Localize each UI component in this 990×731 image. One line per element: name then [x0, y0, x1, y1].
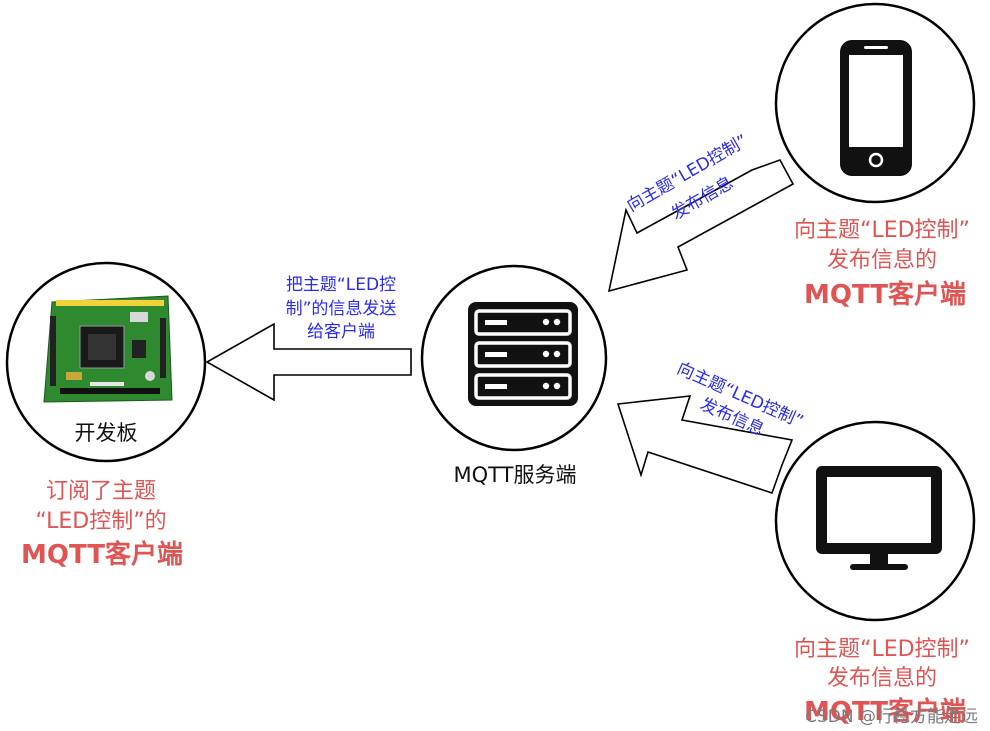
arrow-phone-to-server: 向主题“LED控制” 发布信息 — [607, 131, 795, 293]
phone-caption: 向主题“LED控制” 发布信息的 MQTT客户端 — [794, 218, 970, 310]
arrow-shape — [616, 395, 794, 495]
watermark: CSDN @行稳方能走远 — [805, 707, 978, 727]
arrow-label-line2: 制”的信息发送 — [286, 299, 397, 319]
arrow-shape — [607, 159, 795, 293]
arrow-monitor-to-server: 向主题“LED控制” 发布信息 — [616, 359, 806, 495]
caption-line3: MQTT客户端 — [804, 279, 966, 310]
monitor-icon — [816, 466, 942, 570]
caption-line3: MQTT客户端 — [21, 539, 183, 570]
server-rack-icon — [468, 302, 578, 406]
arrow-server-to-board: 把主题“LED控 制”的信息发送 给客户端 — [205, 275, 412, 402]
caption-line1: 订阅了主题 — [46, 479, 156, 504]
phone-node — [774, 2, 976, 204]
server-node: MQTT服务端 — [420, 264, 608, 487]
board-node: 开发板 — [5, 261, 207, 463]
server-label: MQTT服务端 — [454, 463, 577, 487]
circuit-board-icon — [43, 295, 173, 403]
smartphone-icon — [840, 40, 912, 176]
caption-line2: 发布信息的 — [827, 248, 937, 273]
arrow-label-line3: 给客户端 — [307, 322, 375, 342]
caption-line2: “LED控制”的 — [35, 509, 166, 534]
monitor-node — [774, 420, 976, 622]
caption-line2: 发布信息的 — [827, 666, 937, 691]
caption-line1: 向主题“LED控制” — [794, 218, 970, 243]
arrow-label-line1: 把主题“LED控 — [286, 275, 396, 295]
board-label: 开发板 — [75, 421, 138, 445]
caption-line3: MQTT客户端 — [804, 696, 966, 727]
monitor-caption: 向主题“LED控制” 发布信息的 MQTT客户端 — [794, 637, 970, 727]
arrow-shape — [205, 322, 412, 402]
board-caption: 订阅了主题 “LED控制”的 MQTT客户端 — [21, 479, 183, 570]
caption-line1: 向主题“LED控制” — [794, 637, 970, 662]
